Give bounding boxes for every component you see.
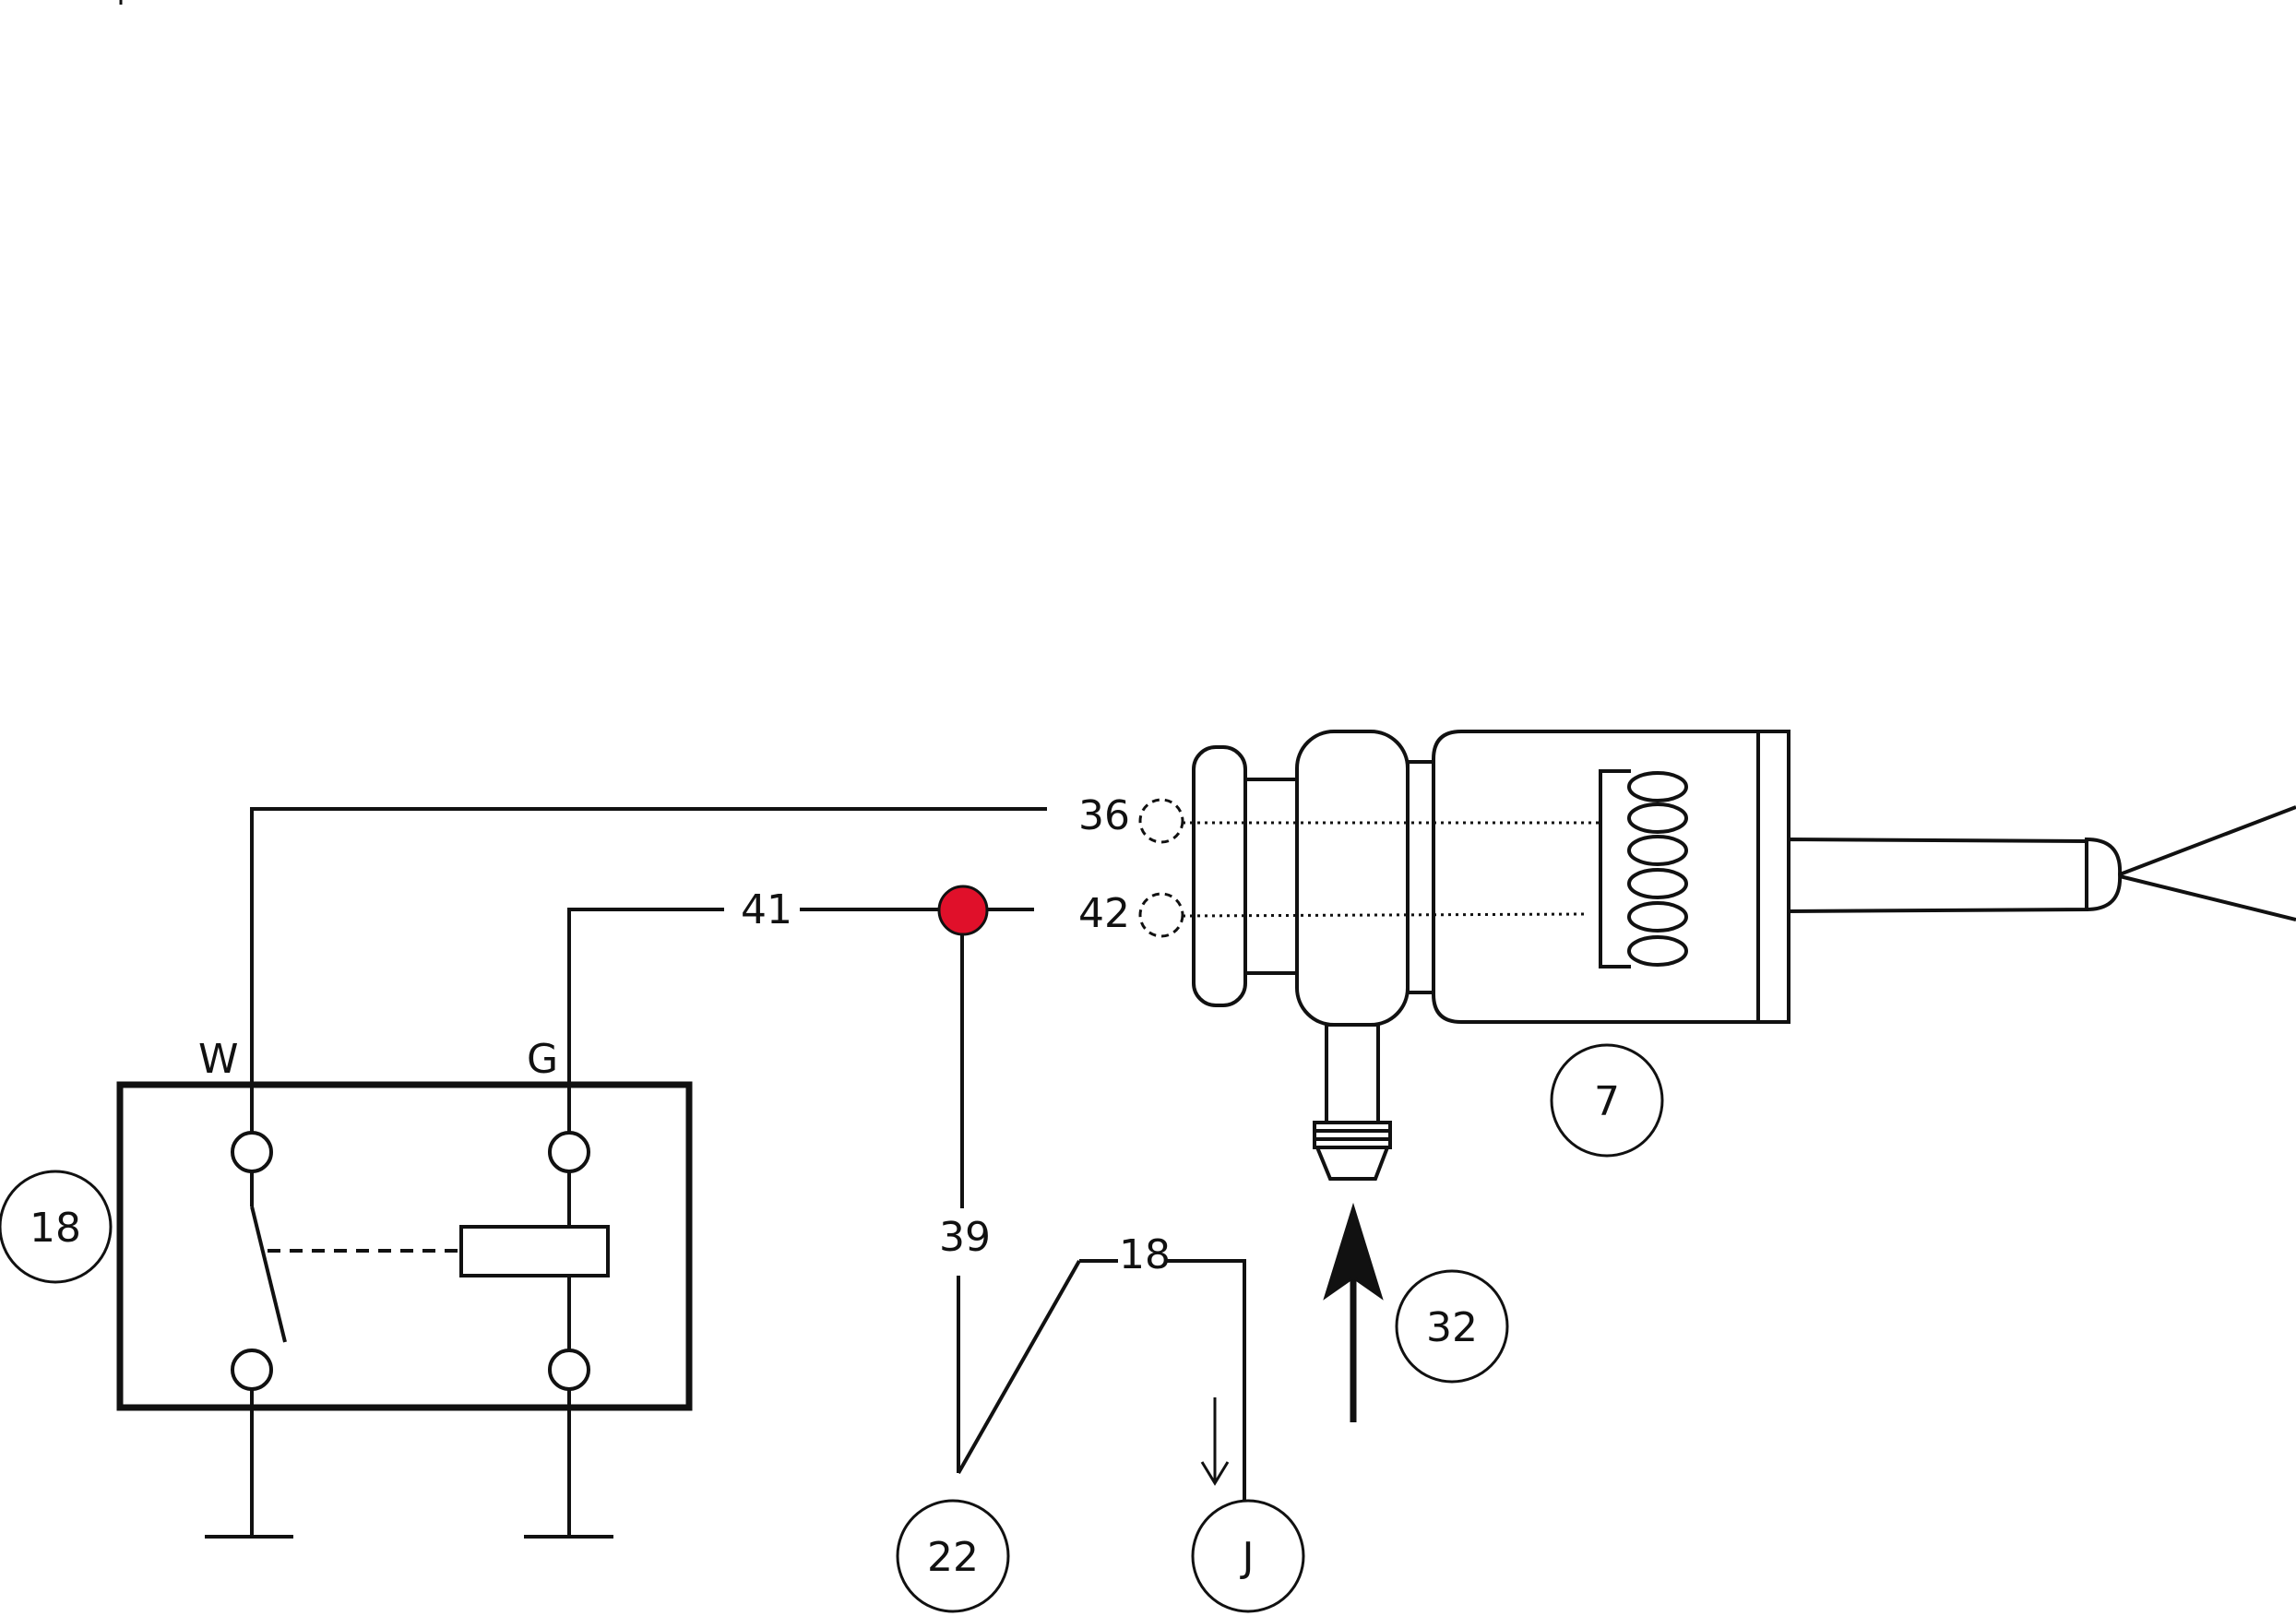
callout-switch-circle <box>896 1499 1010 1613</box>
port-42-circle <box>1138 892 1184 938</box>
callout-junction-label: J <box>1240 1534 1255 1581</box>
relay-terminal-w-bottom <box>231 1349 273 1391</box>
solenoid-valve <box>1138 730 2296 1181</box>
callout-switch-label: 22 <box>927 1534 979 1581</box>
relay-terminal-g-bottom <box>548 1349 590 1391</box>
callout-valve-label: 7 <box>1594 1078 1620 1125</box>
callout-airflow-label: 32 <box>1426 1304 1478 1351</box>
wire-41-label: 41 <box>741 886 792 933</box>
valve-end-plate <box>1756 730 1790 1024</box>
wire-42-label: 42 <box>1078 890 1130 937</box>
callout-junction-circle <box>1191 1499 1305 1613</box>
port-36-circle <box>1138 798 1184 844</box>
callout-valve-circle <box>1550 1043 1664 1158</box>
callout-airflow-circle <box>1395 1269 1509 1384</box>
ground-symbols <box>205 1389 613 1539</box>
valve-inlet-stem <box>1325 1023 1380 1124</box>
valve-neck <box>1243 778 1299 975</box>
valve-barrel <box>1295 730 1410 1027</box>
internal-lead-42 <box>1182 912 1586 918</box>
valve-nozzle-tip <box>2085 837 2123 912</box>
airflow-arrow-icon <box>1323 1202 1384 1301</box>
wiring: 36 41 42 39 18 <box>250 792 1246 1504</box>
valve-outlet-pipe <box>1787 837 2088 914</box>
relay-switch-blade <box>250 1206 287 1343</box>
wire-18 <box>1167 1259 1246 1504</box>
spray-line-upper <box>2119 805 2296 876</box>
callout-relay-circle <box>0 1170 113 1284</box>
relay-coil <box>459 1225 610 1277</box>
callouts: 18 22 J 32 7 <box>0 1043 1664 1613</box>
spray-line-lower <box>2119 874 2296 921</box>
valve-inlet-tip <box>1315 1146 1390 1181</box>
relay-terminal-g-label: G <box>527 1036 558 1083</box>
valve-collar <box>1406 760 1435 994</box>
callout-relay-label: 18 <box>30 1205 81 1252</box>
coil-loops <box>1627 771 1688 967</box>
relay-terminal-w-top <box>231 1131 273 1173</box>
relay-terminal-g-top <box>548 1131 590 1173</box>
wire-39-label: 39 <box>939 1214 991 1261</box>
relay: W G <box>116 1036 693 1411</box>
valve-main-body <box>1432 730 1760 1024</box>
valve-end-cap <box>1192 745 1247 1007</box>
relay-terminal-w-label: W <box>198 1036 239 1083</box>
splice-dot <box>937 885 989 936</box>
down-arrow-icon <box>1200 1461 1230 1486</box>
wire-41 <box>567 908 724 1133</box>
solenoid-coil-icon <box>1599 769 1631 968</box>
wire-36 <box>250 807 1047 1133</box>
wire-36-label: 36 <box>1078 792 1130 839</box>
wire-18-label: 18 <box>1119 1231 1171 1278</box>
switch-22-blade <box>957 1260 1081 1474</box>
airflow-arrow <box>1323 1202 1384 1422</box>
relay-housing <box>116 1081 693 1411</box>
